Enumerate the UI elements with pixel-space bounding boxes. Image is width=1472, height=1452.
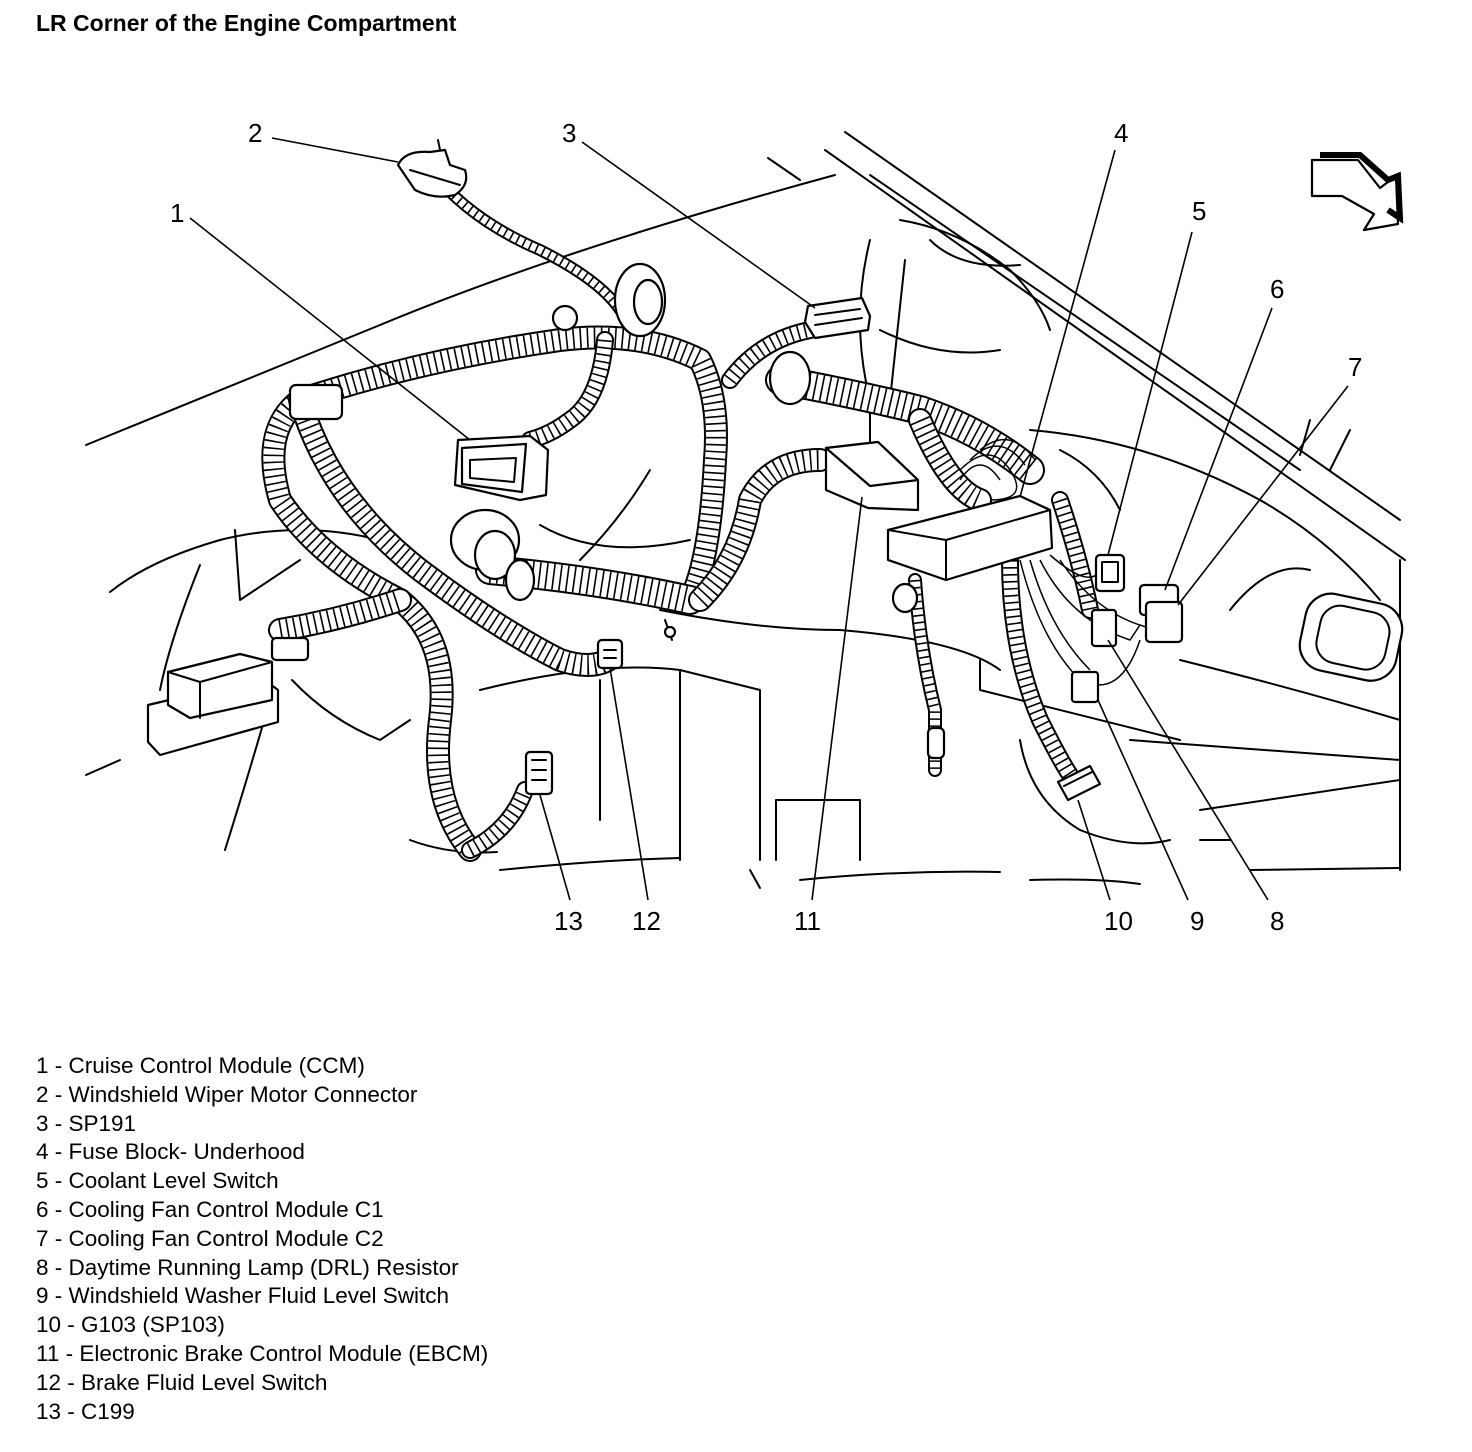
callout-13: 13: [554, 906, 583, 936]
callout-7: 7: [1348, 352, 1362, 382]
legend-item: 4 - Fuse Block- Underhood: [36, 1139, 305, 1165]
legend-item: 5 - Coolant Level Switch: [36, 1168, 279, 1194]
legend-item: 13 - C199: [36, 1398, 135, 1424]
leader-lines: [189, 137, 1349, 901]
legend-item: 2 - Windshield Wiper Motor Connector: [36, 1081, 418, 1107]
diagram-title: LR Corner of the Engine Compartment: [36, 10, 457, 36]
cooling-fan-control-module-connectors: [1138, 583, 1184, 644]
legend-item: 7 - Cooling Fan Control Module C2: [36, 1225, 384, 1251]
front-direction-arrow: [1310, 152, 1404, 232]
callout-6: 6: [1270, 274, 1284, 304]
legend-item: 10 - G103 (SP103): [36, 1312, 225, 1338]
legend-item: 12 - Brake Fluid Level Switch: [36, 1369, 328, 1395]
callout-5: 5: [1192, 196, 1206, 226]
sp191-splice: [803, 296, 872, 340]
legend-item: 6 - Cooling Fan Control Module C1: [36, 1196, 384, 1222]
vehicle-body-outline: [85, 131, 1406, 889]
drl-resistor: [1070, 670, 1100, 704]
callout-9: 9: [1190, 906, 1204, 936]
callout-1: 1: [170, 198, 184, 228]
legend-item: 8 - Daytime Running Lamp (DRL) Resistor: [36, 1254, 459, 1280]
brake-fluid-level-switch: [596, 619, 677, 670]
g103-ground: [1056, 764, 1102, 802]
legend-item: 1 - Cruise Control Module (CCM): [36, 1053, 365, 1078]
callout-12: 12: [632, 906, 661, 936]
callout-4: 4: [1114, 118, 1128, 148]
callout-3: 3: [562, 118, 576, 148]
legend-item: 11 - Electronic Brake Control Module (EB…: [36, 1340, 489, 1366]
legend-item: 9 - Windshield Washer Fluid Level Switch: [36, 1283, 450, 1309]
electronic-brake-control-module: [824, 440, 920, 512]
callout-10: 10: [1104, 906, 1133, 936]
callout-8: 8: [1270, 906, 1284, 936]
c199-connector: [524, 750, 554, 796]
component-legend: 1 - Cruise Control Module (CCM) 2 - Wind…: [36, 1052, 488, 1426]
coolant-level-switch: [1094, 553, 1126, 593]
callout-11: 11: [794, 906, 821, 936]
engine-compartment-drawing: 1 2 3 4 5 6 7 8 9 10 11 12 13: [85, 118, 1406, 936]
callout-2: 2: [248, 118, 262, 148]
legend-item: 3 - SP191: [36, 1110, 137, 1136]
wiring-harness: [261, 164, 1161, 862]
left-relay-block: [146, 636, 310, 757]
cruise-control-module: [453, 434, 550, 502]
windshield-wiper-motor-connector: [396, 139, 468, 198]
callout-numbers: 1 2 3 4 5 6 7 8 9 10 11 12 13: [170, 118, 1362, 936]
washer-fluid-level-switch: [1090, 608, 1118, 648]
